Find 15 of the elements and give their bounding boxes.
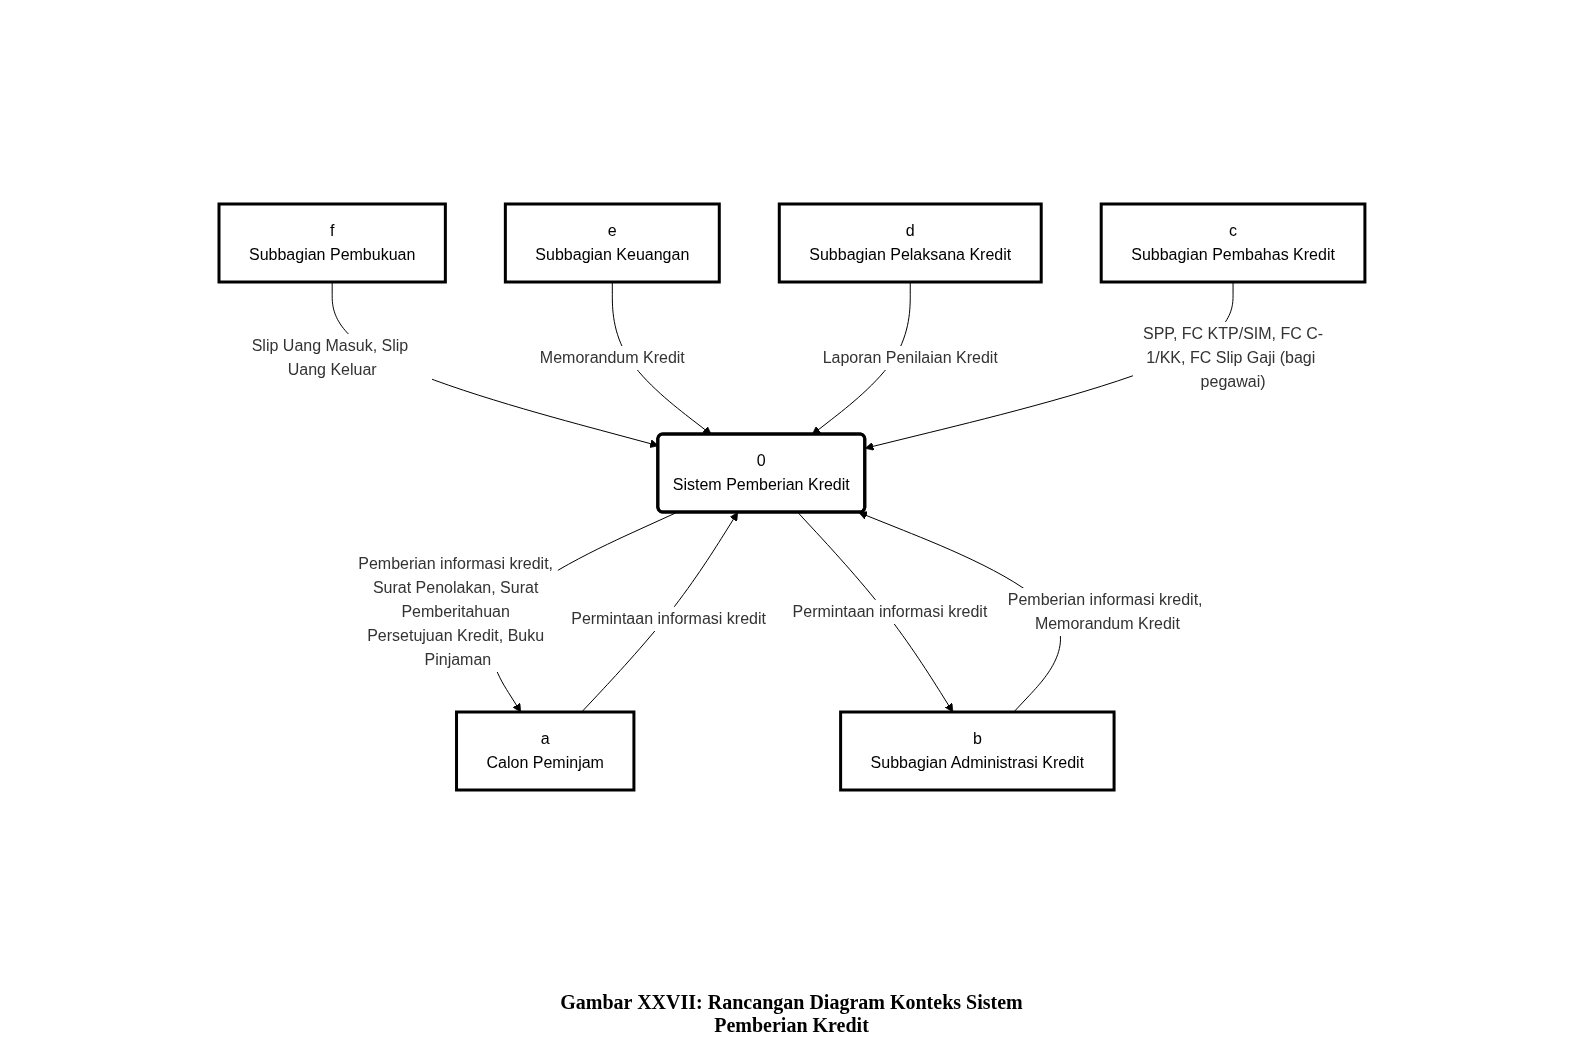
edge-label: SPP, FC KTP/SIM, FC C-1/KK, FC Slip Gaji (bagi pegawai) (1142, 324, 1323, 390)
figure-caption: Gambar XXVII: Rancangan Diagram Konteks Sistem Pemberian Kredit (559, 991, 1024, 1037)
edge-label: Permintaan informasi kredit (792, 602, 987, 620)
edge-label: Memorandum Kredit (539, 348, 685, 366)
node-box: d Subbagian Pelaksana Kredit (777, 202, 1043, 283)
edge-label: Laporan Penilaian Kredit (822, 348, 998, 366)
edge-label: Permintaan informasi kredit (570, 609, 766, 627)
edge-label: Slip Uang Masuk, Slip Uang Keluar (251, 336, 408, 378)
edge-label: Pemberian informasi kredit, Surat Penolakan, Surat Pemberitahuan Persetujuan Kredit, Buku Pinjaman (357, 554, 553, 668)
edge-label: Pemberian informasi kredit, Memorandum Kredit (1007, 590, 1203, 632)
node-box: f Subbagian Pembukuan (217, 202, 447, 283)
node-box: c Subbagian Pembahas Kredit (1099, 202, 1366, 283)
node-box: a Calon Peminjam (454, 710, 635, 791)
node-box: b Subbagian Administrasi Kredit (838, 710, 1116, 791)
node-box: e Subbagian Keuangan (503, 202, 721, 283)
